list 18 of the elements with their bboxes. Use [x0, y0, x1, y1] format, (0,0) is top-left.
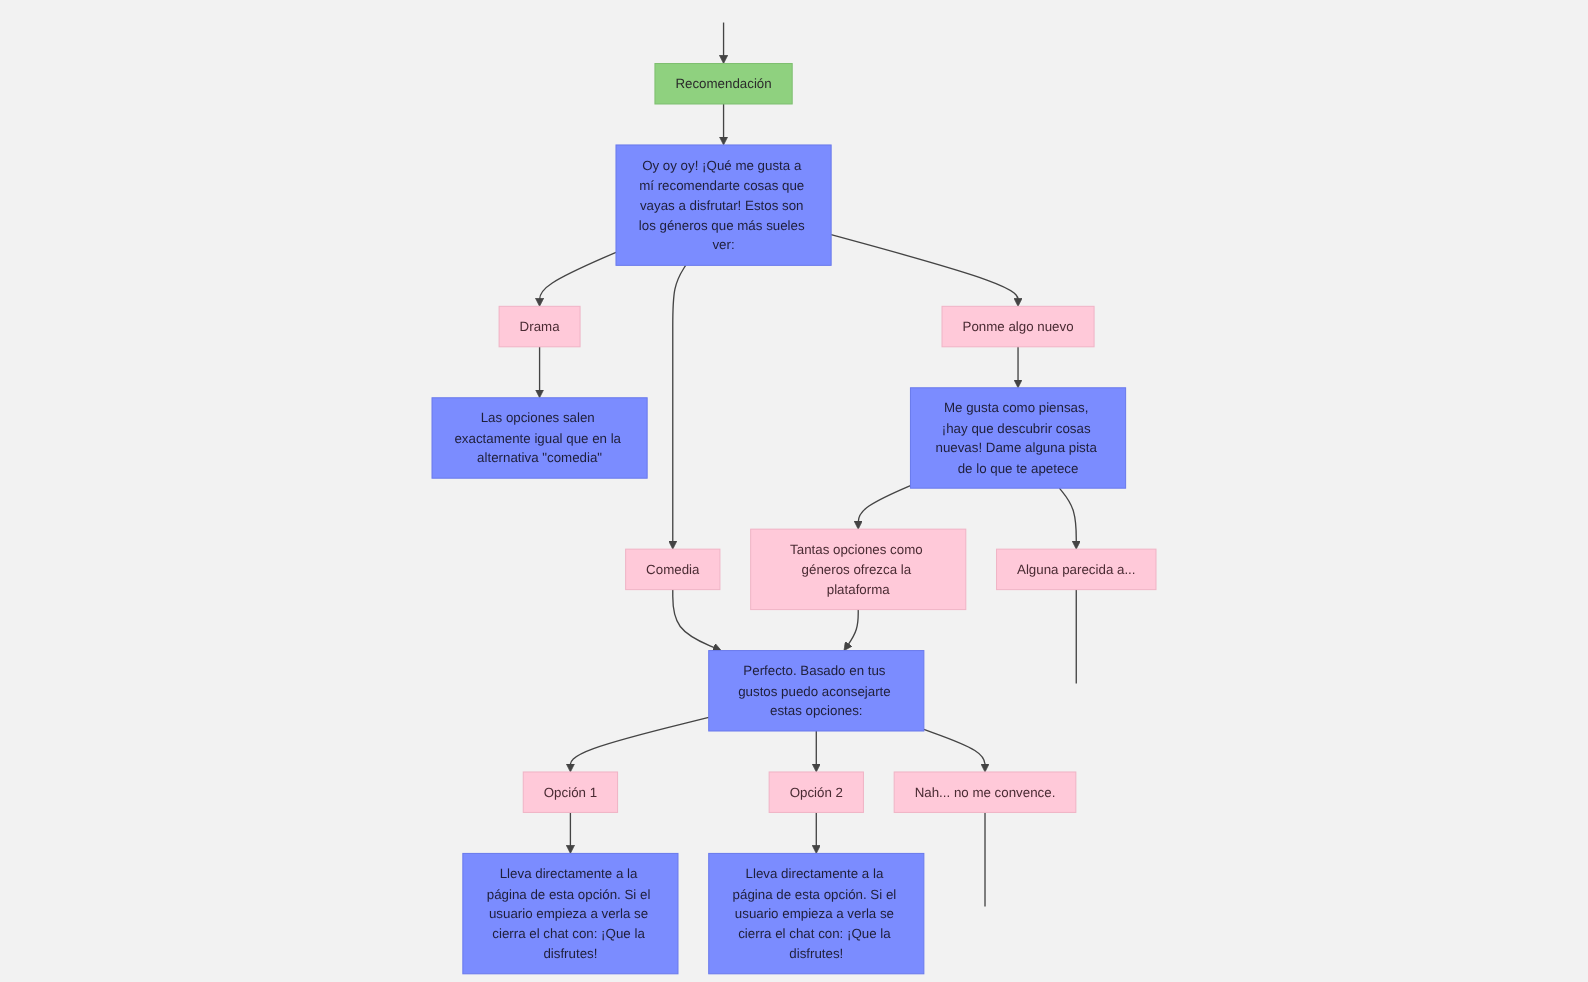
connector — [1075, 588, 1077, 685]
arrow — [1058, 487, 1081, 550]
connector — [984, 811, 986, 908]
arrow — [1013, 346, 1023, 389]
arrow — [535, 346, 545, 399]
arrow — [830, 233, 1023, 307]
arrow — [719, 103, 729, 146]
arrow — [672, 588, 722, 652]
arrow — [811, 730, 821, 773]
arrow — [843, 608, 859, 651]
arrow — [535, 251, 617, 307]
arrow — [565, 716, 710, 773]
arrow — [923, 728, 990, 773]
arrow — [719, 21, 729, 64]
arrow — [853, 484, 912, 530]
arrow — [811, 811, 821, 854]
arrow — [565, 811, 575, 854]
arrow — [668, 264, 687, 550]
